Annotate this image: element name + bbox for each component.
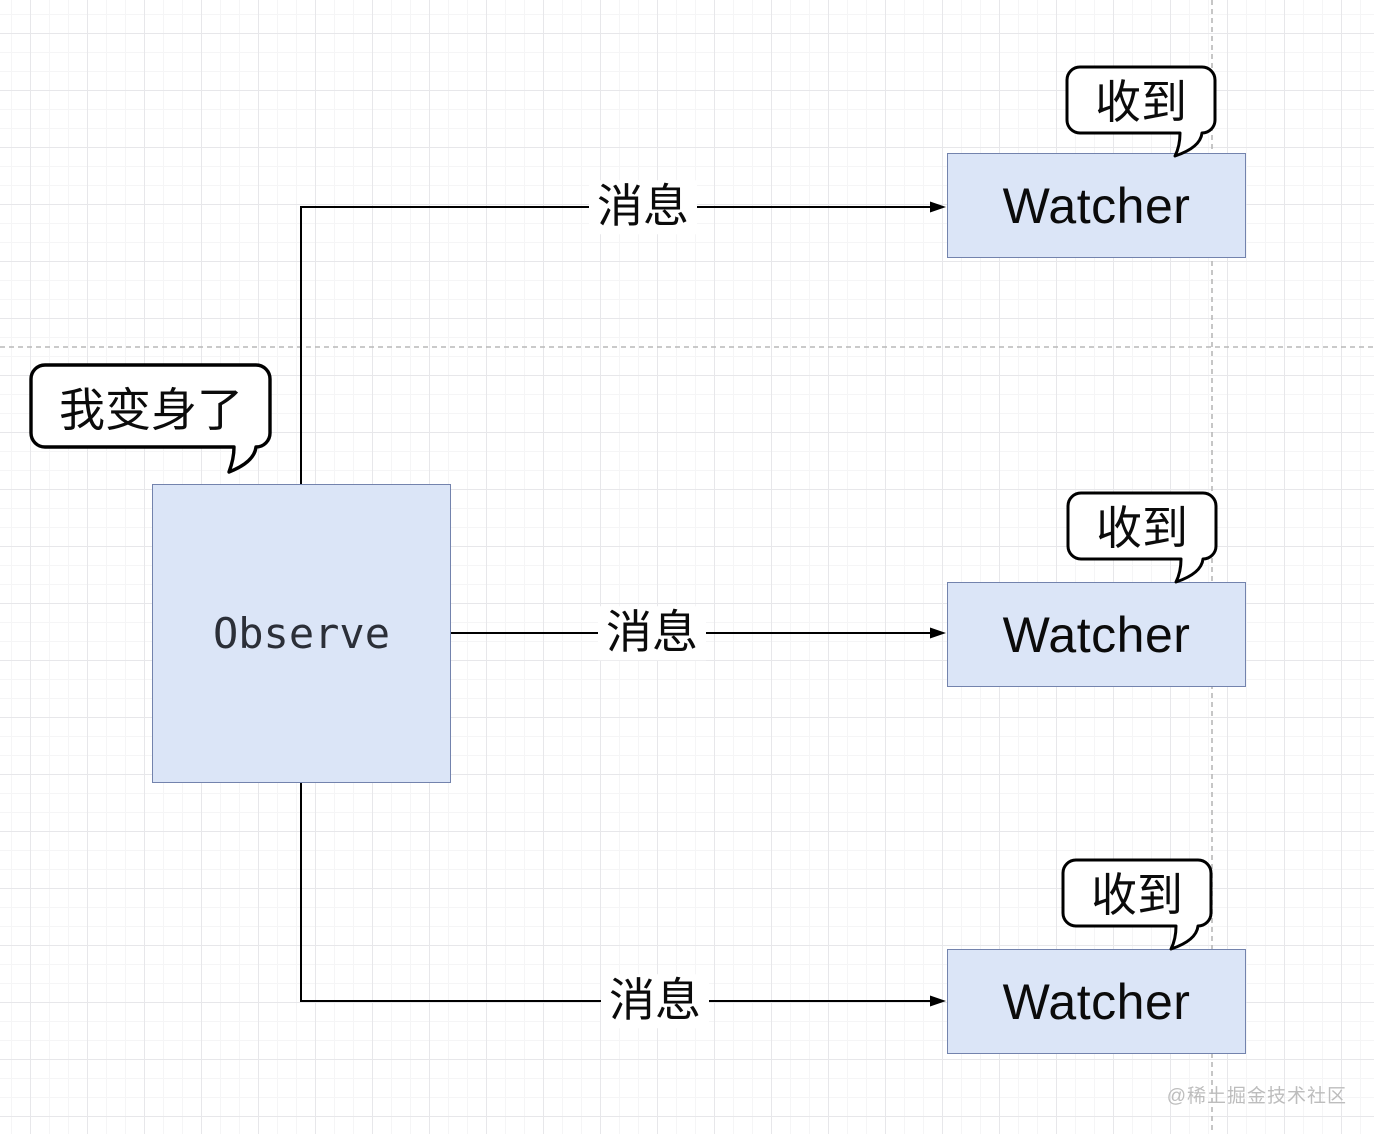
speech-text-received-2: 收到: [1096, 501, 1188, 554]
watermark-text: @稀土掘金技术社区: [1166, 1086, 1347, 1107]
watcher-node-3: Watcher: [947, 949, 1246, 1054]
edge-label-message-2: 消息: [598, 606, 706, 660]
speech-text-received-3: 收到: [1091, 868, 1183, 921]
speech-bubble-received-3: 收到: [1061, 858, 1213, 951]
speech-text-received-1: 收到: [1095, 75, 1187, 128]
speech-bubble-transform: 我变身了: [29, 363, 273, 474]
watcher-node-2: Watcher: [947, 582, 1246, 687]
observer-node: Observe: [152, 484, 451, 783]
observer-label: Observe: [212, 609, 390, 658]
speech-bubble-received-1: 收到: [1065, 65, 1217, 158]
edge-label-message-1: 消息: [589, 180, 697, 234]
speech-bubble-shape: [1065, 65, 1217, 158]
arrowhead-watcher-3: [930, 995, 946, 1007]
speech-text-transform: 我变身了: [59, 383, 243, 436]
arrowhead-watcher-1: [930, 201, 946, 213]
speech-bubble-shape: [1061, 858, 1213, 951]
watcher-node-1: Watcher: [947, 153, 1246, 258]
speech-bubble-shape: [1066, 491, 1218, 584]
watcher-label-1: Watcher: [1002, 177, 1191, 234]
watcher-label-2: Watcher: [1002, 606, 1191, 663]
edge-observer-to-watcher-3: [300, 783, 931, 1002]
arrowhead-watcher-2: [930, 627, 946, 639]
speech-bubble-shape: [29, 363, 272, 474]
edge-label-message-3: 消息: [601, 974, 709, 1028]
watcher-label-3: Watcher: [1002, 973, 1191, 1030]
edge-observer-to-watcher-1: [300, 206, 931, 484]
speech-bubble-received-2: 收到: [1066, 491, 1218, 584]
